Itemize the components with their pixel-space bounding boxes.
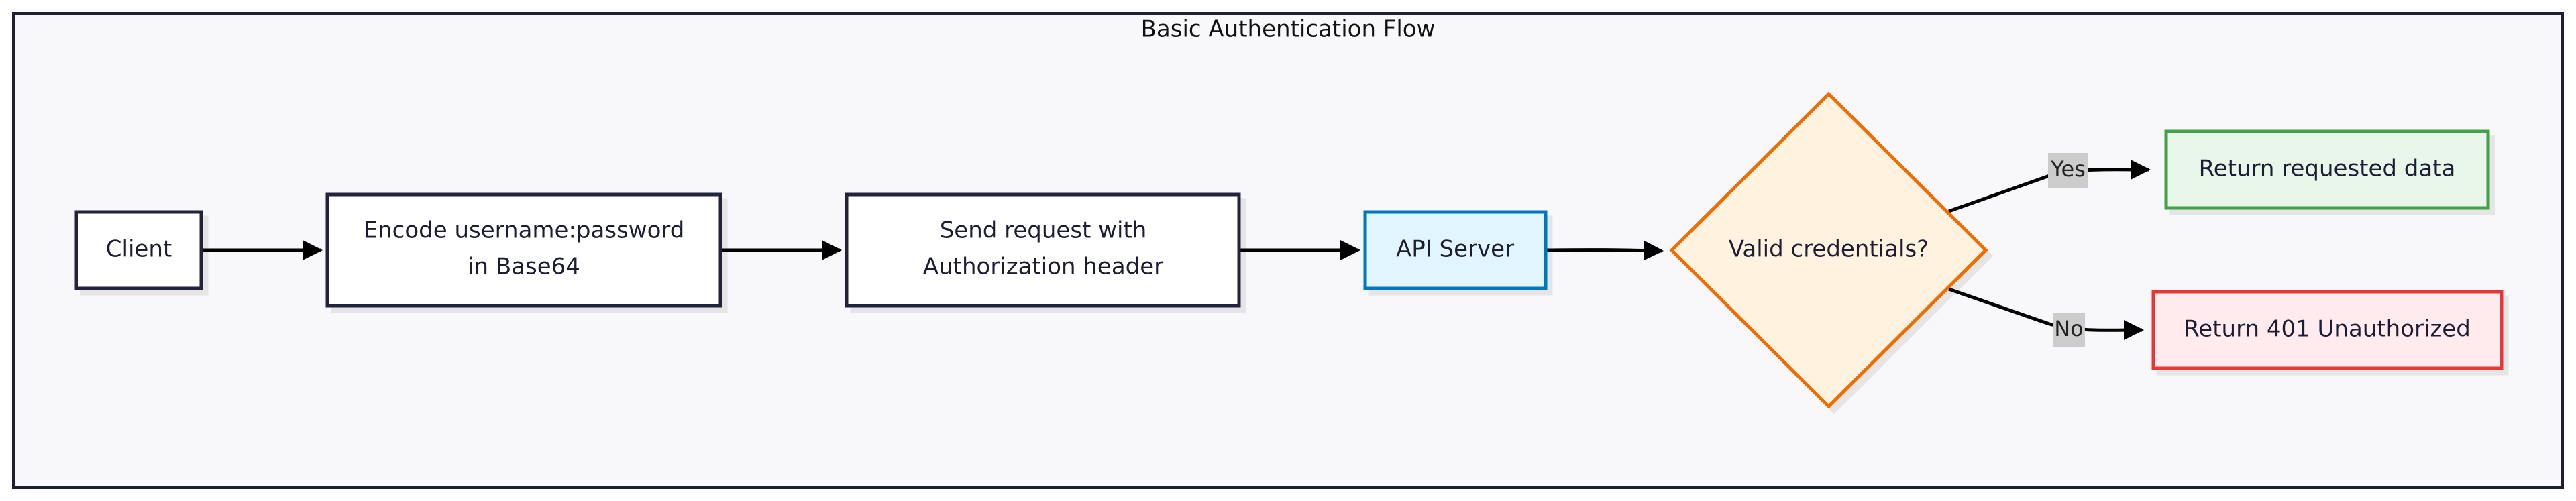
node-send-label-line2: Authorization header [923,254,1163,280]
node-send-label-line1: Send request with [940,217,1147,244]
node-encode: Encode username:password in Base64 [325,192,722,308]
edge-api-to-decision [1545,240,1664,261]
node-success-label: Return requested data [2199,156,2456,182]
edge-label-no: No [2053,313,2085,347]
node-encode-label-line2: in Base64 [468,254,580,280]
node-client: Client [74,210,203,290]
node-encode-label-line1: Encode username:password [364,217,685,244]
node-failure: Return 401 Unauthorized [2151,290,2504,370]
edge-label-yes: Yes [2048,153,2088,188]
node-decision: Valid credentials? [1669,91,1988,409]
node-send-request: Send request with Authorization header [845,192,1241,308]
node-client-label: Client [106,236,172,263]
node-failure-label: Return 401 Unauthorized [2184,316,2471,343]
node-api-server-label: API Server [1396,236,1514,263]
node-decision-label: Valid credentials? [1729,236,1929,263]
node-success: Return requested data [2164,129,2490,210]
edge-label-yes-text: Yes [2050,156,2086,182]
edge-label-no-text: No [2054,316,2084,341]
node-api-server: API Server [1363,210,1548,290]
diagram-title: Basic Authentication Flow [1141,16,1436,43]
